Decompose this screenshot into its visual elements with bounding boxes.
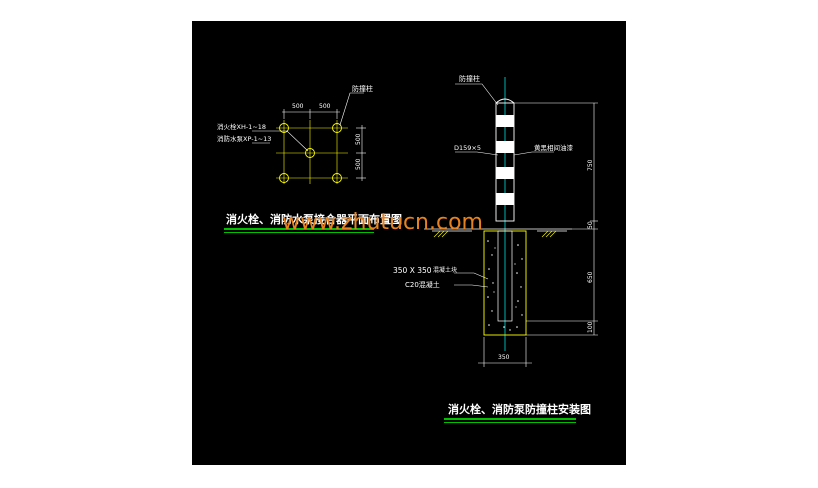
dim-right: [356, 125, 366, 181]
section-leaders: [454, 83, 554, 288]
cad-drawing-canvas: 500 500 500 500: [192, 21, 626, 465]
ground-hatch: [433, 230, 557, 238]
bollard-circle: [332, 123, 342, 133]
cad-drawing: 500 500 500 500: [217, 74, 598, 423]
section-paint-label: 黄黑相间油漆: [534, 143, 574, 152]
dim-vertical: [514, 102, 598, 336]
plan-hydrant-label: 消火栓XH-1~18: [217, 122, 266, 131]
bollard-body: [495, 98, 515, 222]
bollard-installation-section: 750 50 650 100 350 防撞柱 D159×5 黄黑相间油漆 350…: [393, 74, 598, 423]
bollard-circle: [279, 173, 289, 183]
plan-title-underline: [224, 228, 374, 233]
dim-top-left: 500: [292, 103, 304, 110]
plan-bollard-label: 防撞柱: [352, 84, 373, 93]
section-foundation-note: 混凝土块: [433, 266, 457, 274]
dim-650: 650: [587, 271, 594, 283]
dim-bottom: [478, 337, 532, 367]
dim-right-upper: 500: [355, 133, 362, 145]
foundation-block: [483, 230, 527, 336]
section-pipe-label: D159×5: [454, 144, 481, 152]
section-concrete-label: C20混凝土: [405, 280, 440, 289]
dim-750: 750: [587, 159, 594, 171]
dim-top-right: 500: [319, 103, 331, 110]
hydrant-layout-plan: 500 500 500 500: [217, 84, 402, 233]
dim-50: 50: [587, 221, 594, 229]
dim-right-lower: 500: [355, 158, 362, 170]
plan-pump-label: 消防水泵XP-1~13: [217, 134, 271, 143]
dim-top: [282, 109, 340, 119]
plan-title: 消火栓、消防水泵接合器平面布置图: [226, 212, 402, 226]
section-foundation-size: 350 X 350: [393, 266, 432, 275]
section-bollard-label: 防撞柱: [459, 74, 480, 83]
concrete-speckle: [487, 240, 523, 331]
section-title: 消火栓、消防泵防撞柱安装图: [448, 402, 591, 416]
bollard-circles: [279, 123, 342, 183]
hydrant-circle: [305, 148, 315, 158]
bollard-circle: [332, 173, 342, 183]
plan-leaders: [252, 92, 364, 152]
watermark: www.zhutucn.com: [282, 210, 483, 235]
bollard-circle: [279, 123, 289, 133]
dim-100: 100: [587, 321, 594, 333]
section-title-underline: [444, 418, 576, 423]
dim-350: 350: [498, 354, 510, 361]
